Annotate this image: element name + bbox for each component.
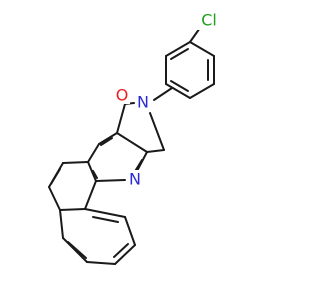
molecule-canvas: Cl O N N bbox=[48, 10, 222, 265]
molecule-structure: Cl O N N bbox=[48, 10, 222, 265]
bond bbox=[153, 87, 173, 101]
bond bbox=[165, 41, 191, 57]
bond bbox=[67, 241, 87, 259]
bond bbox=[170, 48, 189, 60]
bond bbox=[59, 209, 64, 239]
bond bbox=[113, 243, 129, 258]
bond bbox=[165, 83, 191, 99]
middle-ring bbox=[48, 161, 97, 211]
bond bbox=[100, 137, 113, 146]
benzo-ring bbox=[59, 208, 136, 265]
atom-label-cl: Cl bbox=[201, 11, 217, 30]
bond bbox=[48, 186, 61, 211]
atom-amide-nitrogen: N bbox=[135, 93, 151, 112]
bond bbox=[116, 103, 126, 134]
bond bbox=[95, 179, 126, 182]
bond bbox=[86, 261, 116, 265]
bond bbox=[59, 208, 86, 211]
bond bbox=[84, 208, 126, 218]
bond bbox=[84, 180, 97, 210]
bond bbox=[50, 168, 61, 185]
bond bbox=[62, 161, 89, 164]
atom-ring-nitrogen: N bbox=[127, 170, 143, 189]
bond bbox=[87, 143, 100, 163]
bond bbox=[170, 80, 189, 92]
atom-label-n: N bbox=[137, 93, 149, 112]
bond bbox=[146, 149, 165, 153]
atom-chlorine: Cl bbox=[196, 10, 222, 30]
bond bbox=[62, 237, 88, 263]
bond bbox=[98, 132, 118, 145]
bond bbox=[124, 216, 136, 246]
atom-label-o: O bbox=[116, 86, 129, 105]
bond bbox=[116, 132, 148, 153]
bond bbox=[92, 170, 98, 179]
bond bbox=[149, 112, 165, 151]
bond bbox=[92, 216, 119, 223]
bond bbox=[189, 83, 215, 99]
bond bbox=[87, 161, 97, 182]
bond bbox=[189, 41, 215, 57]
bond bbox=[114, 244, 136, 265]
atom-label-n: N bbox=[129, 170, 141, 189]
chlorophenyl-ring bbox=[165, 24, 215, 99]
atom-oxygen: O bbox=[114, 86, 130, 105]
